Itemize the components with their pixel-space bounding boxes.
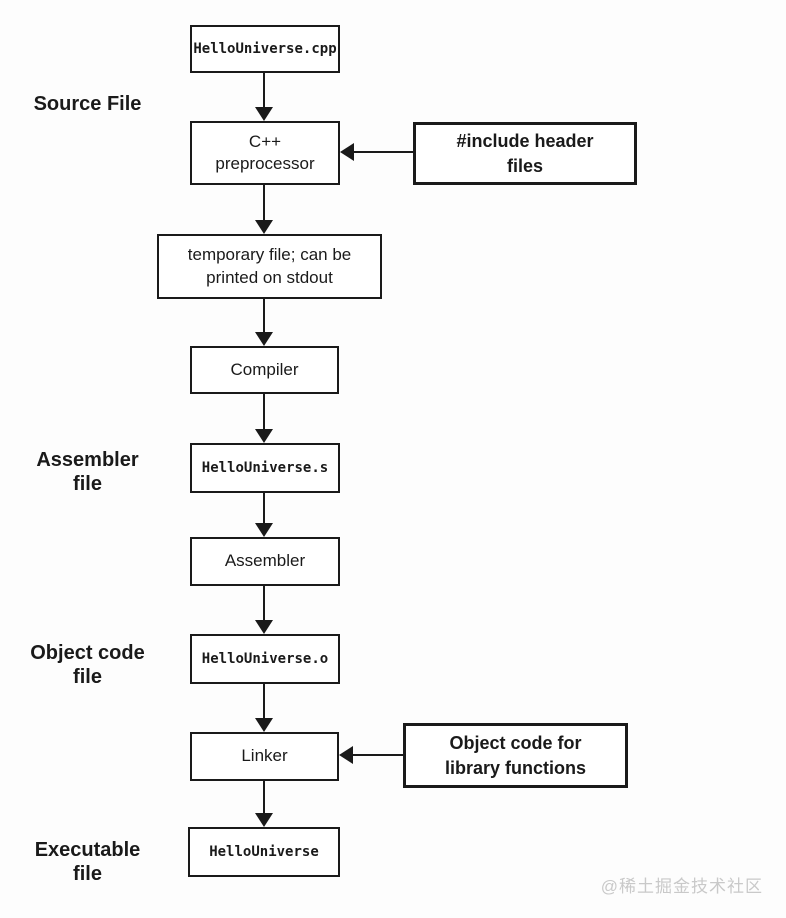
node-assembly-file-box: HelloUniverse.s [190, 443, 340, 493]
arrow-preprocessor-to-tempfile-line [263, 185, 265, 220]
node-assembler-box: Assembler [190, 537, 340, 586]
arrow-assembler-to-objectfile-line [263, 586, 265, 620]
arrow-linker-to-executable-line [263, 781, 265, 813]
arrow-compiler-to-assemblyfile-line [263, 394, 265, 429]
node-object-file-box: HelloUniverse.o [190, 634, 340, 684]
arrow-assemblyfile-to-assembler-head [255, 523, 273, 537]
arrow-assemblyfile-to-assembler-line [263, 493, 265, 523]
watermark-text: @稀土掘金技术社区 [600, 877, 763, 896]
arrow-source-to-preprocessor-head [255, 107, 273, 121]
node-linker-box: Linker [190, 732, 339, 781]
arrow-libobjects-to-linker-line [353, 754, 403, 756]
arrow-tempfile-to-compiler-head [255, 332, 273, 346]
arrow-libobjects-to-linker-head [339, 746, 353, 764]
arrow-headers-to-preprocessor-line [354, 151, 413, 153]
arrow-preprocessor-to-tempfile-head [255, 220, 273, 234]
arrow-tempfile-to-compiler-line [263, 299, 265, 332]
node-preprocessor-box: C++ preprocessor [190, 121, 340, 185]
stage-label-executable-file: Executable file [34, 839, 141, 886]
arrow-compiler-to-assemblyfile-head [255, 429, 273, 443]
node-executable-box: HelloUniverse [188, 827, 340, 877]
stage-label-source-file: Source File [33, 93, 142, 115]
arrow-assembler-to-objectfile-head [255, 620, 273, 634]
arrow-source-to-preprocessor-line [263, 73, 265, 107]
arrow-linker-to-executable-head [255, 813, 273, 827]
node-library-objects-box: Object code for library functions [403, 723, 628, 788]
node-include-headers-box: #include header files [413, 122, 637, 185]
arrow-objectfile-to-linker-line [263, 684, 265, 718]
node-temp-file-box: temporary file; can be printed on stdout [157, 234, 382, 299]
node-source-file-box: HelloUniverse.cpp [190, 25, 340, 73]
arrow-headers-to-preprocessor-head [340, 143, 354, 161]
arrow-objectfile-to-linker-head [255, 718, 273, 732]
node-compiler-box: Compiler [190, 346, 339, 394]
stage-label-assembler-file: Assembler file [36, 449, 139, 496]
stage-label-object-code-file: Object code file [30, 642, 145, 689]
